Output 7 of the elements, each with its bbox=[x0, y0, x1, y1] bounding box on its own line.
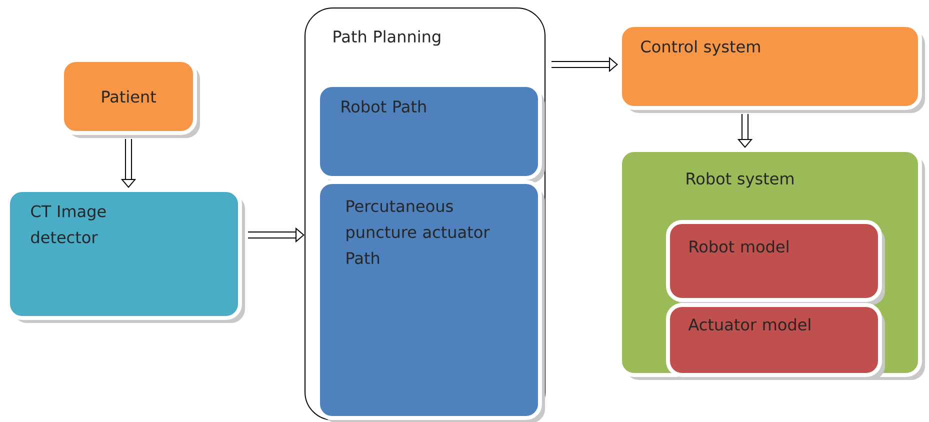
process-box: CT Image detector bbox=[6, 188, 245, 323]
process-box: Robot model bbox=[666, 220, 885, 305]
process-box: Robot Path bbox=[316, 83, 545, 183]
process-box: Percutaneous puncture actuator Path bbox=[316, 180, 545, 422]
process-box: Actuator model bbox=[666, 303, 885, 380]
process-box: Patient bbox=[60, 58, 200, 138]
process-box: Control system bbox=[618, 23, 925, 113]
